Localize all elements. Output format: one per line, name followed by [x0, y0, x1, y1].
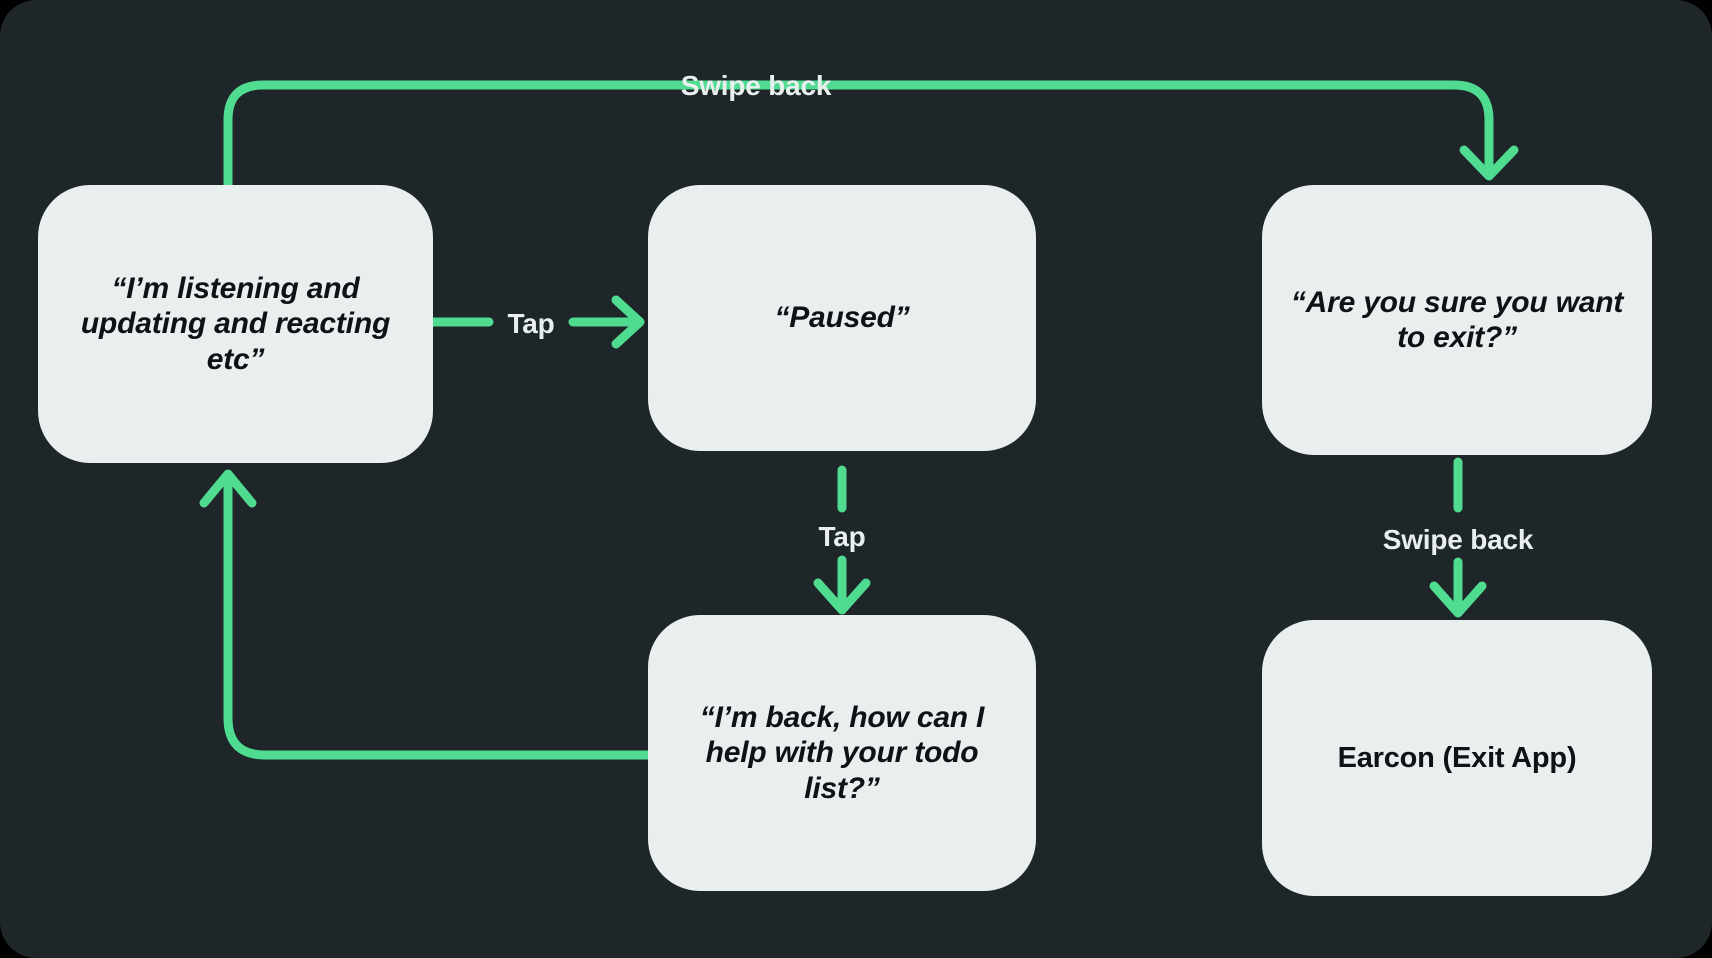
edge-imback-to-listening: [223, 473, 654, 760]
node-listening-label: “I’m listening and updating and reacting…: [80, 271, 391, 376]
edge-label-tap-right: Tap: [507, 308, 555, 339]
node-confirm-exit-label: “Are you sure you want to exit?”: [1290, 285, 1624, 354]
edge-listening-to-paused-arrowhead: [611, 295, 645, 349]
edge-confirm-to-earcon-arrowhead: [1429, 581, 1487, 618]
node-im-back[interactable]: “I’m back, how can I help with your todo…: [648, 615, 1036, 891]
node-earcon[interactable]: Earcon (Exit App): [1262, 620, 1652, 896]
node-confirm-exit[interactable]: “Are you sure you want to exit?”: [1262, 185, 1652, 455]
node-paused-label: “Paused”: [774, 301, 910, 335]
node-im-back-label: “I’m back, how can I help with your todo…: [699, 700, 985, 805]
edge-listening-to-confirm-exit-arrowhead: [1459, 145, 1519, 181]
edge-label-swipe-back-top: Swipe back: [680, 70, 832, 101]
edge-imback-to-listening-arrowhead: [199, 469, 257, 508]
edge-listening-to-confirm-exit: [223, 80, 1494, 190]
edge-label-swipe-back-right: Swipe back: [1382, 524, 1534, 555]
node-paused[interactable]: “Paused”: [648, 185, 1036, 451]
node-earcon-label: Earcon (Exit App): [1337, 741, 1577, 774]
node-listening[interactable]: “I’m listening and updating and reacting…: [38, 185, 433, 463]
edge-paused-to-imback-arrowhead: [813, 578, 871, 615]
edge-label-tap-down: Tap: [818, 521, 866, 552]
